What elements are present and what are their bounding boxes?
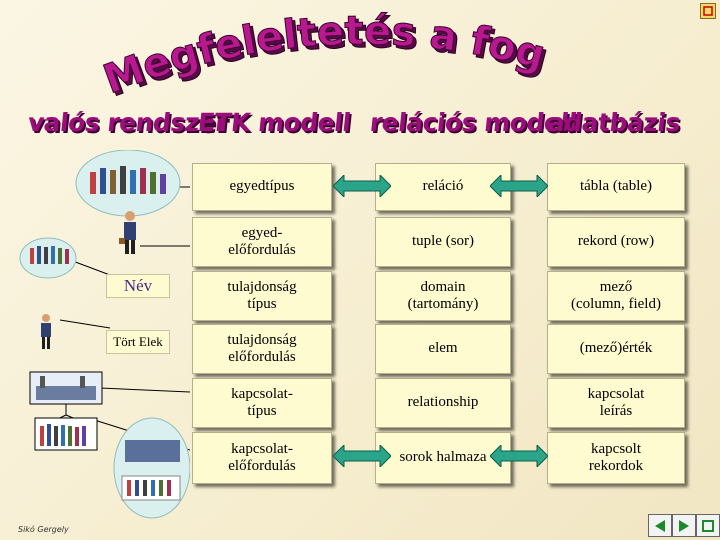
rel-cell-4: relationship <box>375 378 511 428</box>
left-illustrations <box>19 150 190 519</box>
double-arrow-icon <box>490 175 548 197</box>
db-cell-1: rekord (row) <box>547 217 685 267</box>
header-adatbazis: adatbázis <box>546 108 682 137</box>
rel-cell-3: elem <box>375 324 511 374</box>
tort-elek-label: Tört Elek <box>106 330 170 354</box>
small-crowd-icon <box>30 246 69 264</box>
etk-cell-1: egyed- előfordulás <box>192 217 332 267</box>
double-arrow-icon <box>333 445 391 467</box>
double-arrow-icon <box>490 445 548 467</box>
header-etk-modell: ETK modell <box>196 108 352 137</box>
db-cell-2: mező (column, field) <box>547 271 685 321</box>
db-cell-0: tábla (table) <box>547 163 685 211</box>
exit-icon <box>702 519 714 532</box>
person-icon <box>119 211 136 254</box>
db-cell-5: kapcsolt rekordok <box>547 432 685 484</box>
etk-cell-0: egyedtípus <box>192 163 332 211</box>
author-credit: Sikó Gergely <box>18 525 69 534</box>
rel-cell-2: domain (tartomány) <box>375 271 511 321</box>
close-icon[interactable] <box>700 3 716 19</box>
rel-cell-1: tuple (sor) <box>375 217 511 267</box>
etk-cell-2: tulajdonság típus <box>192 271 332 321</box>
double-arrow-icon <box>333 175 391 197</box>
prev-slide-button[interactable] <box>648 514 672 537</box>
rel-cell-0: reláció <box>375 163 511 211</box>
etk-cell-3: tulajdonság előfordulás <box>192 324 332 374</box>
group-icon <box>34 417 98 451</box>
etk-cell-4: kapcsolat- típus <box>192 378 332 428</box>
db-cell-4: kapcsolat leírás <box>547 378 685 428</box>
factory-small-icon <box>125 440 180 462</box>
rel-cell-5: sorok halmaza <box>375 432 511 484</box>
nev-label: Név <box>106 274 170 298</box>
etk-cell-5: kapcsolat- előfordulás <box>192 432 332 484</box>
arrow-left-icon <box>655 519 665 532</box>
person-small-icon <box>41 314 51 349</box>
next-slide-button[interactable] <box>672 514 696 537</box>
exit-button[interactable] <box>696 514 720 537</box>
crowd-icon <box>90 166 166 194</box>
db-cell-3: (mező)érték <box>547 324 685 374</box>
arrow-right-icon <box>679 519 689 532</box>
slide-title: Megfeleltetés a fogalmak között Megfelel… <box>74 0 565 107</box>
